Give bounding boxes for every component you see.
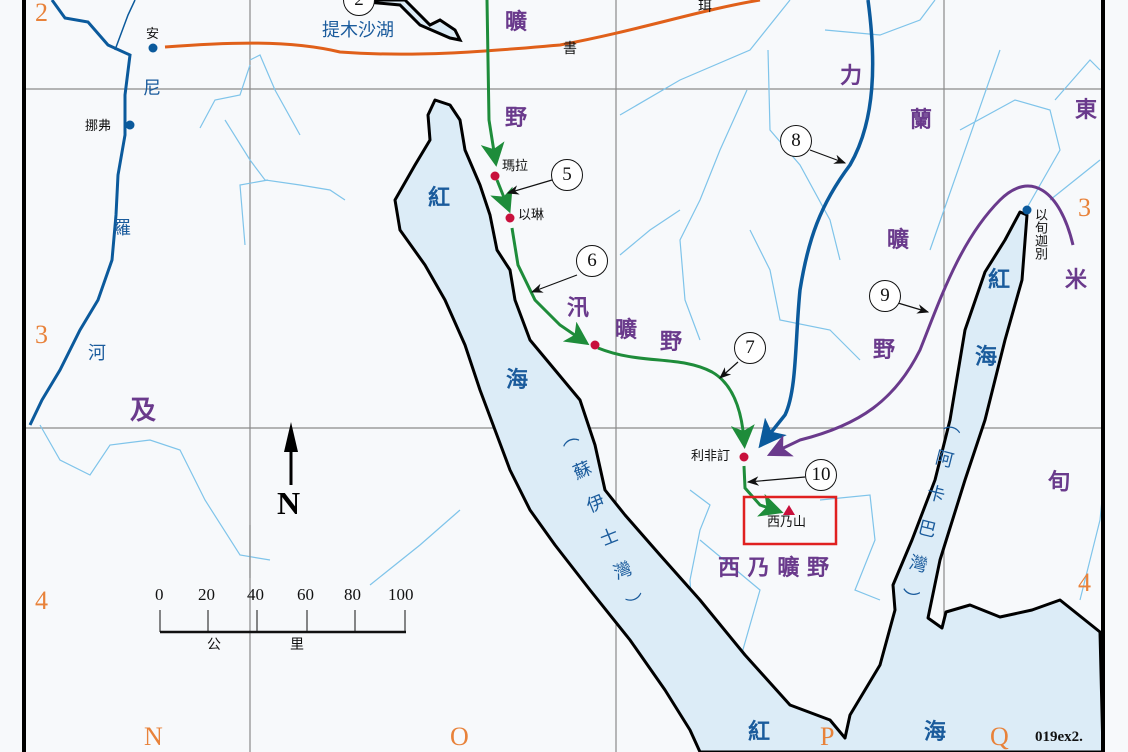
region-label: 珥 [698, 0, 712, 15]
route-green [480, 0, 505, 167]
place-label: 以琳 [518, 208, 545, 223]
sea-label: 紅 [988, 268, 1011, 293]
grid-label: P [820, 722, 835, 751]
grid-label: 3 [1078, 193, 1091, 222]
sea-label: 紅 [428, 186, 451, 211]
region-label: 米 [1065, 268, 1088, 293]
sea [393, 98, 1105, 752]
sea-label: 紅 [748, 720, 771, 745]
lake-timsah [344, 0, 463, 43]
sea-label: 海 [506, 368, 529, 393]
grid-label: O [450, 722, 469, 751]
region-label: 東 [1075, 98, 1098, 123]
place-label: 以旬迦別 [1032, 208, 1047, 260]
region-label: 野 [505, 106, 528, 131]
route-marker: 8 [780, 125, 812, 157]
route-marker: 9 [869, 280, 901, 312]
grid-label: 4 [35, 586, 48, 615]
place-label: 挪弗 [85, 119, 112, 134]
route-orange [164, 0, 761, 56]
region-label: 力 [840, 64, 863, 89]
route-marker: 6 [576, 245, 608, 277]
scale-tick-label: 20 [198, 585, 215, 604]
region-label: 野 [660, 330, 683, 355]
region-label: 汛 [567, 296, 590, 321]
scale-tick-label: 60 [297, 585, 314, 604]
region-label: 曠 [615, 318, 638, 343]
nile-river [28, 0, 132, 426]
city-markers [125, 43, 1032, 515]
river-label: 河 [88, 343, 106, 364]
leader-arrows [506, 149, 930, 486]
region-label: 蘭 [910, 108, 933, 133]
grid-label: 3 [35, 320, 48, 349]
river-label: 羅 [113, 218, 131, 239]
region-label: 曠 [505, 10, 528, 35]
scale-tick-label: 80 [344, 585, 361, 604]
route-marker: 10 [805, 459, 837, 491]
highlight-box [742, 495, 838, 546]
compass-north-label: N [277, 485, 301, 521]
region-label: 書 [563, 41, 577, 57]
grid-label: 2 [35, 0, 48, 27]
route-blue [758, 0, 875, 449]
map-code: 019ex2. [1035, 729, 1083, 745]
mountain-icon [783, 505, 795, 515]
sea-label: 海 [975, 345, 998, 370]
scale-tick-label: 40 [247, 585, 264, 604]
region-label: 野 [873, 338, 896, 363]
streams [39, 0, 1104, 661]
place-label: 利非訂 [691, 449, 731, 464]
route-marker: 7 [734, 332, 766, 364]
region-label: 曠 [887, 228, 910, 253]
sea-label: 海 [924, 720, 947, 745]
scale-unit: 公 [207, 637, 221, 653]
lake-label: 提木沙湖 [322, 20, 394, 41]
region-label: 及 [130, 396, 157, 426]
grid-label: N [144, 722, 163, 751]
scale-tick-label: 100 [388, 585, 414, 604]
grid-label: Q [990, 722, 1009, 751]
grid-label: 4 [1078, 568, 1091, 597]
sinai-mountain-label: 西乃山 [767, 515, 807, 530]
scale-unit: 里 [290, 637, 304, 653]
place-label: 安 [146, 27, 160, 42]
grid-lines [24, 0, 1103, 752]
route-purple [766, 184, 1075, 457]
north-arrow [249, 422, 298, 578]
route-marker: 5 [551, 159, 583, 191]
scale-tick-label: 0 [155, 585, 164, 604]
sinai-wilderness-label: 西 乃 曠 野 [718, 556, 829, 581]
region-label: 旬 [1048, 470, 1071, 495]
river-label: 尼 [143, 78, 161, 99]
scale-bar [159, 610, 406, 634]
place-label: 瑪拉 [502, 159, 529, 174]
